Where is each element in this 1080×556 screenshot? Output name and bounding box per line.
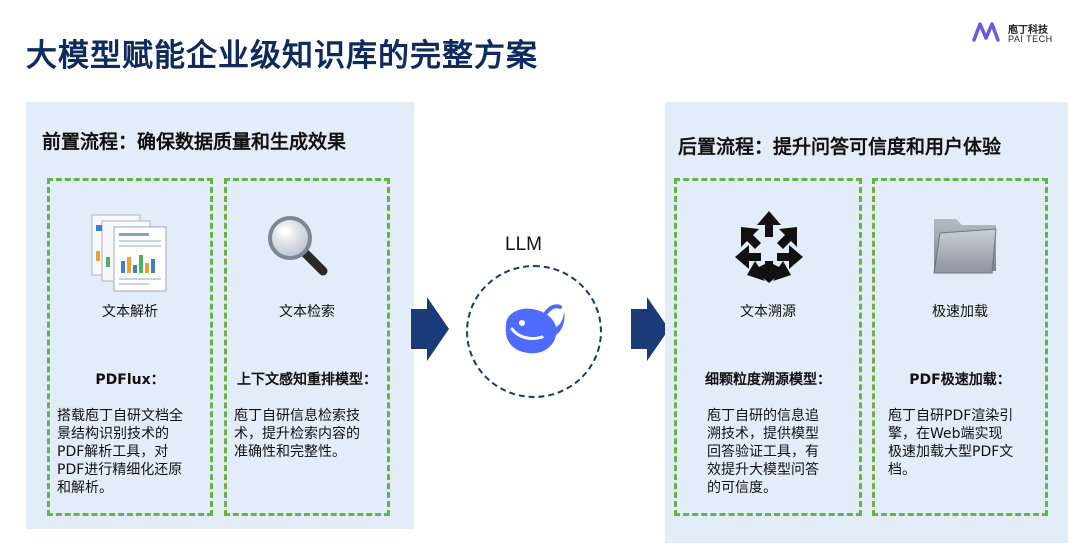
desc-line: 回答验证工具，有 xyxy=(707,444,819,460)
card-description: 庖丁自研信息检索技 术，提升检索内容的 准确性和完整性。 xyxy=(234,407,360,461)
desc-line: 溯技术，提供模型 xyxy=(707,426,819,442)
document-stack-icon xyxy=(91,214,167,292)
card-label: 文本溯源 xyxy=(740,304,796,320)
magnifier-icon xyxy=(268,216,328,276)
llm-circle xyxy=(466,265,602,398)
desc-line: 擎，在Web端实现 xyxy=(888,426,1003,442)
desc-line: PDF解析工具，对 xyxy=(57,444,169,460)
recycle-arrows-icon xyxy=(735,211,803,283)
card-label: 文本解析 xyxy=(102,304,158,320)
card-description: 搭载庖丁自研文档全 景结构识别技术的 PDF解析工具，对 PDF进行精细化还原 … xyxy=(57,407,183,497)
pre-process-panel: 前置流程：确保数据质量和生成效果 文本解析 PDFlux： 搭载庖丁自研文档全 … xyxy=(26,102,414,529)
company-logo: 庖丁科技 PAI TECH xyxy=(972,18,1067,48)
card-label: 文本检索 xyxy=(279,304,335,320)
desc-line: 搭载庖丁自研文档全 xyxy=(57,408,183,424)
desc-line: 庖丁自研的信息追 xyxy=(707,408,819,424)
right-arrow-icon xyxy=(411,297,449,361)
right-arrow-icon xyxy=(631,297,669,361)
post-process-heading: 后置流程：提升问答可信度和用户体验 xyxy=(678,136,1002,158)
card-label: 极速加载 xyxy=(932,304,988,320)
pai-tech-logo-icon xyxy=(972,22,1000,42)
card-subtitle: PDFlux： xyxy=(95,372,165,388)
post-process-panel: 后置流程：提升问答可信度和用户体验 文本溯源 细颗粒度溯源模型： 庖丁自研的信息… xyxy=(665,102,1068,543)
card-description: 庖丁自研的信息追 溯技术，提供模型 回答验证工具，有 效提升大模型问答 的可信度… xyxy=(707,407,819,497)
desc-line: 景结构识别技术的 xyxy=(57,426,169,442)
desc-line: 准确性和完整性。 xyxy=(234,444,346,460)
desc-line: PDF进行精细化还原 xyxy=(57,462,183,478)
logo-chinese-name: 庖丁科技 xyxy=(1008,25,1048,36)
desc-line: 极速加载大型PDF文 xyxy=(888,444,1014,460)
desc-line: 档。 xyxy=(888,462,916,478)
desc-line: 效提升大模型问答 xyxy=(707,462,819,478)
whale-logo-icon xyxy=(505,304,565,354)
card-subtitle: 上下文感知重排模型： xyxy=(237,372,377,388)
desc-line: 庖丁自研信息检索技 xyxy=(234,408,360,424)
logo-english-name: PAI TECH xyxy=(1008,34,1053,44)
card-subtitle: PDF极速加载： xyxy=(909,372,1011,388)
desc-line: 术，提升检索内容的 xyxy=(234,426,360,442)
card-description: 庖丁自研PDF渲染引 擎，在Web端实现 极速加载大型PDF文 档。 xyxy=(888,407,1013,479)
desc-line: 和解析。 xyxy=(57,480,113,496)
folder-icon xyxy=(933,219,997,274)
card-text-retrieval: 文本检索 上下文感知重排模型： 庖丁自研信息检索技 术，提升检索内容的 准确性和… xyxy=(224,178,390,516)
card-fast-loading: 极速加载 PDF极速加载： 庖丁自研PDF渲染引 擎，在Web端实现 极速加载大… xyxy=(872,178,1048,516)
page-title: 大模型赋能企业级知识库的完整方案 xyxy=(26,38,538,74)
desc-line: 庖丁自研PDF渲染引 xyxy=(888,408,1014,424)
card-text-tracing: 文本溯源 细颗粒度溯源模型： 庖丁自研的信息追 溯技术，提供模型 回答验证工具，… xyxy=(674,178,862,516)
desc-line: 的可信度。 xyxy=(707,480,777,496)
llm-label: LLM xyxy=(505,234,542,255)
card-subtitle: 细颗粒度溯源模型： xyxy=(705,372,831,388)
card-text-parsing: 文本解析 PDFlux： 搭载庖丁自研文档全 景结构识别技术的 PDF解析工具，… xyxy=(47,178,213,516)
pre-process-heading: 前置流程：确保数据质量和生成效果 xyxy=(42,131,347,153)
